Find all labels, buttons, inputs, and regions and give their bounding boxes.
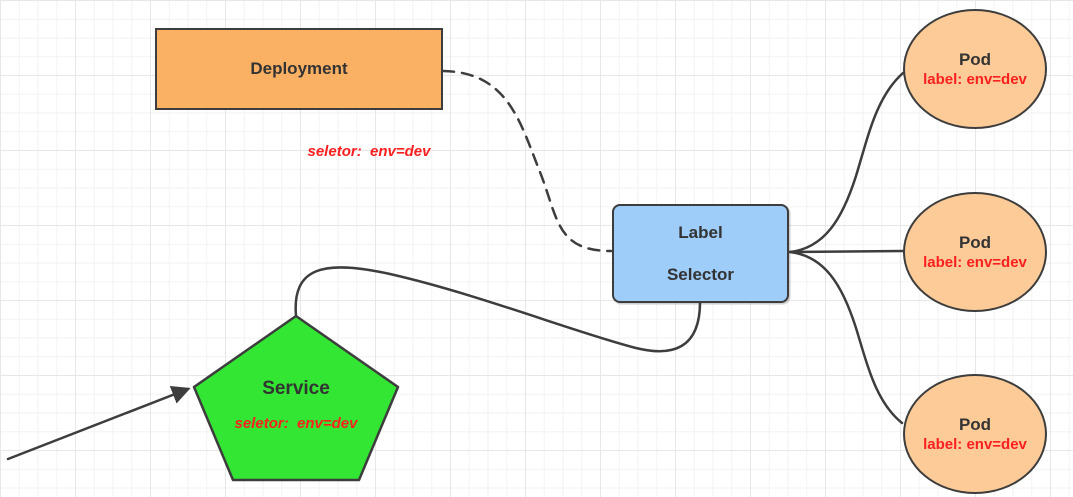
label-selector-line1: Label <box>678 222 723 242</box>
edge-selector-to-pod-2 <box>788 249 905 254</box>
pod-node-2[interactable]: Pod label: env=dev <box>903 192 1047 312</box>
deployment-label: Deployment <box>250 59 348 78</box>
pod-1-label: Pod <box>958 50 992 69</box>
pod-3-sublabel: label: env=dev <box>923 436 1027 453</box>
pod-3-label: Pod <box>958 415 992 434</box>
deployment-node[interactable]: Deployment <box>155 28 443 110</box>
pod-2-sublabel: label: env=dev <box>923 254 1027 271</box>
pod-node-1[interactable]: Pod label: env=dev <box>903 9 1047 129</box>
edge-selector-to-pod-3 <box>788 250 904 425</box>
arrow-into-service <box>6 386 191 461</box>
deployment-selector-label: seletor: env=dev <box>307 143 431 160</box>
label-selector-node[interactable]: Label Selector <box>612 204 789 303</box>
pod-1-sublabel: label: env=dev <box>923 71 1027 88</box>
pod-node-3[interactable]: Pod label: env=dev <box>903 374 1047 494</box>
label-selector-line2: Selector <box>666 264 735 284</box>
edge-service-to-selector <box>294 266 702 353</box>
service-node[interactable] <box>192 314 400 482</box>
edge-selector-to-pod-1 <box>788 71 905 254</box>
pod-2-label: Pod <box>958 233 992 252</box>
edge-deployment-to-selector <box>441 69 613 253</box>
